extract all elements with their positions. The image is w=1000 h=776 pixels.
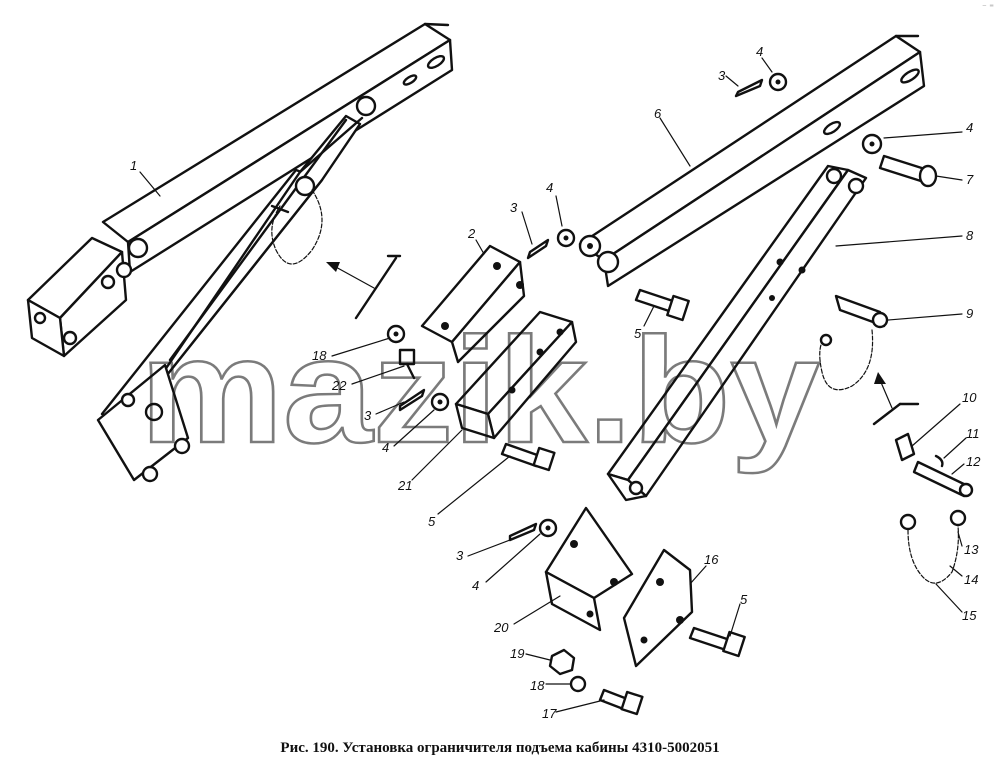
callout-3: 3 [456,548,464,563]
callout-numbers: 1 2 3 4 6 4 7 8 9 10 11 12 13 14 15 16 5… [130,44,981,721]
callout-11: 11 [966,426,980,441]
callout-5: 5 [428,514,436,529]
callout-15: 15 [962,608,977,623]
leader-lines [139,57,967,713]
part-8-link [606,164,868,502]
direction-arrow-left [326,254,402,320]
callout-8: 8 [966,228,974,243]
part-13-15-chain [899,509,967,584]
part-16-bracket [622,548,694,668]
callout-4: 4 [756,44,763,59]
callout-22: 22 [331,378,347,393]
callout-1: 1 [130,158,137,173]
callout-2: 2 [467,226,476,241]
callout-7: 7 [966,172,974,187]
callout-3: 3 [364,408,372,423]
callout-9: 9 [966,306,973,321]
callout-18: 18 [530,678,545,693]
callout-5: 5 [634,326,642,341]
part-6-beam [578,34,926,288]
callout-5: 5 [740,592,748,607]
part-19-nut [548,648,576,676]
part-20-bracket [544,506,634,632]
callout-4: 4 [472,578,479,593]
figure-caption: Рис. 190. Установка ограничителя подъема… [280,740,720,756]
callout-20: 20 [493,620,509,635]
callout-12: 12 [966,454,981,469]
part-18-washer [569,675,587,693]
part-11-cotter [934,454,944,468]
corner-mark: ⁻ ⁼ [981,2,994,12]
callout-21: 21 [397,478,412,493]
part-12-pin [912,460,974,498]
part-17-bolt [598,688,644,716]
callout-17: 17 [542,706,557,721]
part-1-beam-assembly [26,22,454,483]
part-2-bracket [420,244,526,364]
callout-4: 4 [382,440,389,455]
part-10-pin [894,432,916,462]
callout-16: 16 [704,552,719,567]
callout-3: 3 [718,68,726,83]
part-3-cotter-pins [398,78,764,542]
callout-19: 19 [510,646,524,661]
callout-4: 4 [966,120,973,135]
callout-10: 10 [962,390,977,405]
callout-6: 6 [654,106,662,121]
callout-4: 4 [546,180,553,195]
callout-18: 18 [312,348,327,363]
part-9-pin-chain [819,294,920,426]
part-4-washers [386,72,883,538]
part-7-bolt [878,154,938,188]
watermark: mazik.by [140,306,820,474]
callout-14: 14 [964,572,978,587]
callout-13: 13 [964,542,979,557]
part-21-bracket [454,310,578,440]
part-22-bolt [398,348,416,380]
callout-3: 3 [510,200,518,215]
part-5-bolts [500,288,746,658]
